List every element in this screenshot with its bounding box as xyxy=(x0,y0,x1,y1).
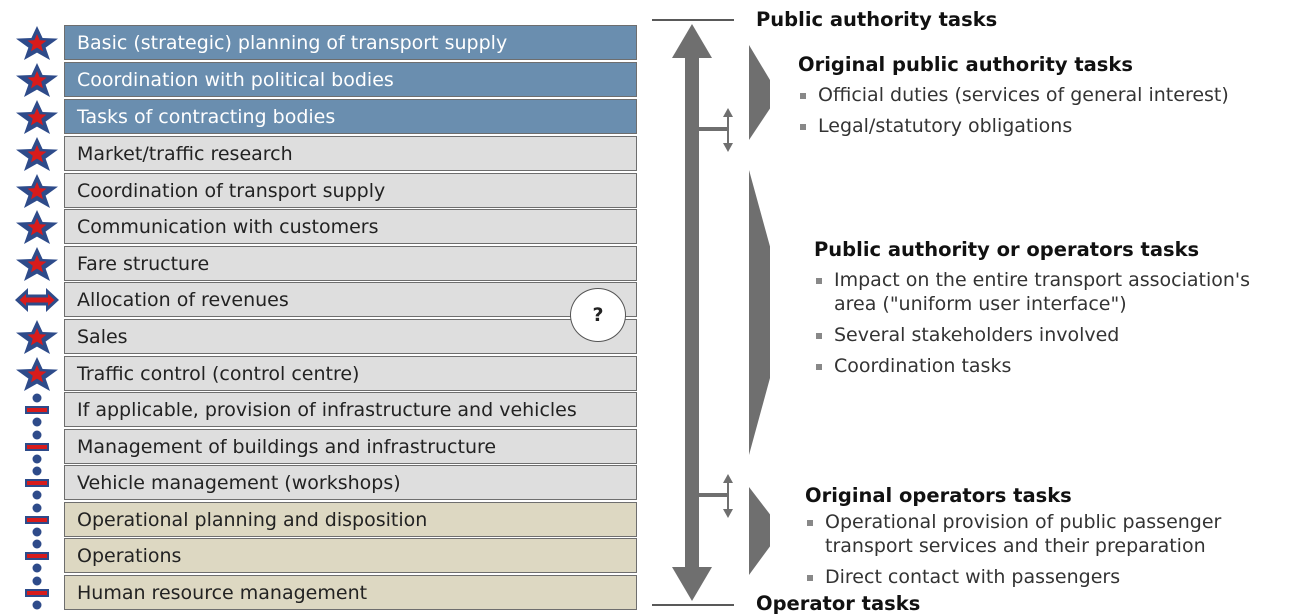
section-heading: Original operators tasks xyxy=(805,484,1072,507)
star-icon xyxy=(14,319,60,355)
task-label: If applicable, provision of infrastructu… xyxy=(77,398,577,421)
branch-arrow-upper xyxy=(699,108,733,152)
task-row-revenue-allocation: Allocation of revenues xyxy=(64,282,637,317)
task-row-hr-management: Human resource management xyxy=(64,575,637,610)
task-row-political-coordination: Coordination with political bodies xyxy=(64,62,637,97)
task-label: Operations xyxy=(77,544,182,567)
bullet-item: Direct contact with passengers xyxy=(805,565,1265,589)
task-row-traffic-control: Traffic control (control centre) xyxy=(64,356,637,391)
task-row-operations: Operations xyxy=(64,538,637,573)
section-heading: Public authority or operators tasks xyxy=(814,238,1200,261)
task-label: Sales xyxy=(77,325,128,348)
section-operator: Original operators tasks Operational pro… xyxy=(805,484,1265,596)
divide-icon xyxy=(14,392,60,428)
task-label: Tasks of contracting bodies xyxy=(77,105,336,128)
bottom-label: Operator tasks xyxy=(756,592,921,615)
task-row-fare-structure: Fare structure xyxy=(64,246,637,281)
divide-icon xyxy=(14,465,60,501)
task-label: Market/traffic research xyxy=(77,142,293,165)
section-bullets: Official duties (services of general int… xyxy=(798,83,1288,138)
star-icon xyxy=(14,246,60,282)
question-badge: ? xyxy=(570,288,626,342)
bullet-item: Several stakeholders involved xyxy=(814,323,1292,347)
section-shared: Public authority or operators tasks Impa… xyxy=(814,238,1292,385)
task-row-buildings-management: Management of buildings and infrastructu… xyxy=(64,429,637,464)
scale-arrow-shaft xyxy=(685,55,699,570)
task-row-strategic-planning: Basic (strategic) planning of transport … xyxy=(64,25,637,60)
task-label: Communication with customers xyxy=(77,215,379,238)
task-label: Management of buildings and infrastructu… xyxy=(77,435,497,458)
section-bullets: Impact on the entire transport associati… xyxy=(814,268,1292,378)
task-label: Human resource management xyxy=(77,581,368,604)
task-row-customer-communication: Communication with customers xyxy=(64,209,637,244)
task-label: Traffic control (control centre) xyxy=(77,362,360,385)
task-label: Vehicle management (workshops) xyxy=(77,471,401,494)
bullet-item: Official duties (services of general int… xyxy=(798,83,1288,107)
chevron-operator xyxy=(749,487,770,575)
task-row-transport-coordination: Coordination of transport supply xyxy=(64,173,637,208)
divide-icon xyxy=(14,575,60,611)
star-icon xyxy=(14,209,60,245)
task-row-sales: Sales xyxy=(64,319,637,354)
task-row-infrastructure-provision: If applicable, provision of infrastructu… xyxy=(64,392,637,427)
star-icon xyxy=(14,173,60,209)
section-bullets: Operational provision of public passenge… xyxy=(805,510,1265,589)
chevron-shared xyxy=(749,170,770,455)
scale-arrow-top-head xyxy=(672,24,712,58)
star-icon xyxy=(14,356,60,392)
bullet-item: Operational provision of public passenge… xyxy=(805,510,1265,558)
task-label: Fare structure xyxy=(77,252,210,275)
bullet-item: Coordination tasks xyxy=(814,354,1292,378)
task-label: Operational planning and disposition xyxy=(77,508,428,531)
divide-icon xyxy=(14,429,60,465)
task-row-contracting-bodies: Tasks of contracting bodies xyxy=(64,99,637,134)
bullet-item: Legal/statutory obligations xyxy=(798,114,1288,138)
branch-arrow-lower xyxy=(699,474,733,518)
double-arrow-icon xyxy=(14,282,60,318)
task-row-operational-planning: Operational planning and disposition xyxy=(64,502,637,537)
section-authority: Original public authority tasks Official… xyxy=(798,53,1288,145)
task-label: Allocation of revenues xyxy=(77,288,289,311)
star-icon xyxy=(14,136,60,172)
star-icon xyxy=(14,62,60,98)
bullet-item: Impact on the entire transport associati… xyxy=(814,268,1292,316)
task-label: Coordination with political bodies xyxy=(77,68,394,91)
task-row-market-research: Market/traffic research xyxy=(64,136,637,171)
scale-arrow-bottom-head xyxy=(672,567,712,601)
section-heading: Original public authority tasks xyxy=(798,53,1133,76)
divide-icon xyxy=(14,502,60,538)
task-label: Basic (strategic) planning of transport … xyxy=(77,31,508,54)
task-row-vehicle-management: Vehicle management (workshops) xyxy=(64,465,637,500)
task-label: Coordination of transport supply xyxy=(77,179,386,202)
divide-icon xyxy=(14,538,60,574)
chevron-authority xyxy=(749,45,770,140)
star-icon xyxy=(14,99,60,135)
scale-arrow-diagram xyxy=(652,19,770,606)
star-icon xyxy=(14,25,60,61)
top-label: Public authority tasks xyxy=(756,8,998,31)
